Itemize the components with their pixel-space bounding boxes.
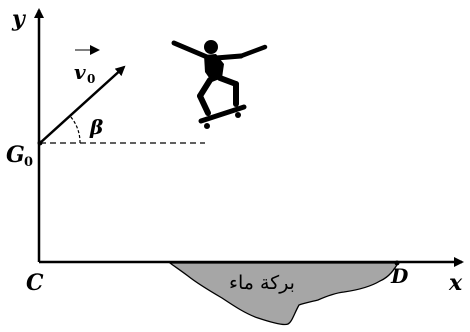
pool-label: بركة ماء	[229, 272, 295, 294]
start-point-marker	[37, 140, 43, 146]
end-point-marker	[394, 260, 400, 266]
end-point-label: D	[390, 264, 409, 288]
water-pool	[168, 262, 400, 326]
angle-arc-icon	[69, 115, 81, 144]
x-axis-label: x	[448, 270, 463, 296]
velocity-arrow-icon	[39, 65, 126, 144]
start-point-subscript: 0	[24, 155, 33, 170]
velocity-subscript: 0	[87, 72, 95, 86]
velocity-label: v	[74, 60, 86, 84]
origin-label: C	[26, 270, 44, 296]
y-axis-label: y	[11, 6, 27, 32]
start-point-label: G	[6, 142, 25, 168]
angle-label: β	[89, 115, 103, 139]
skateboarder-silhouette-icon	[171, 40, 268, 129]
